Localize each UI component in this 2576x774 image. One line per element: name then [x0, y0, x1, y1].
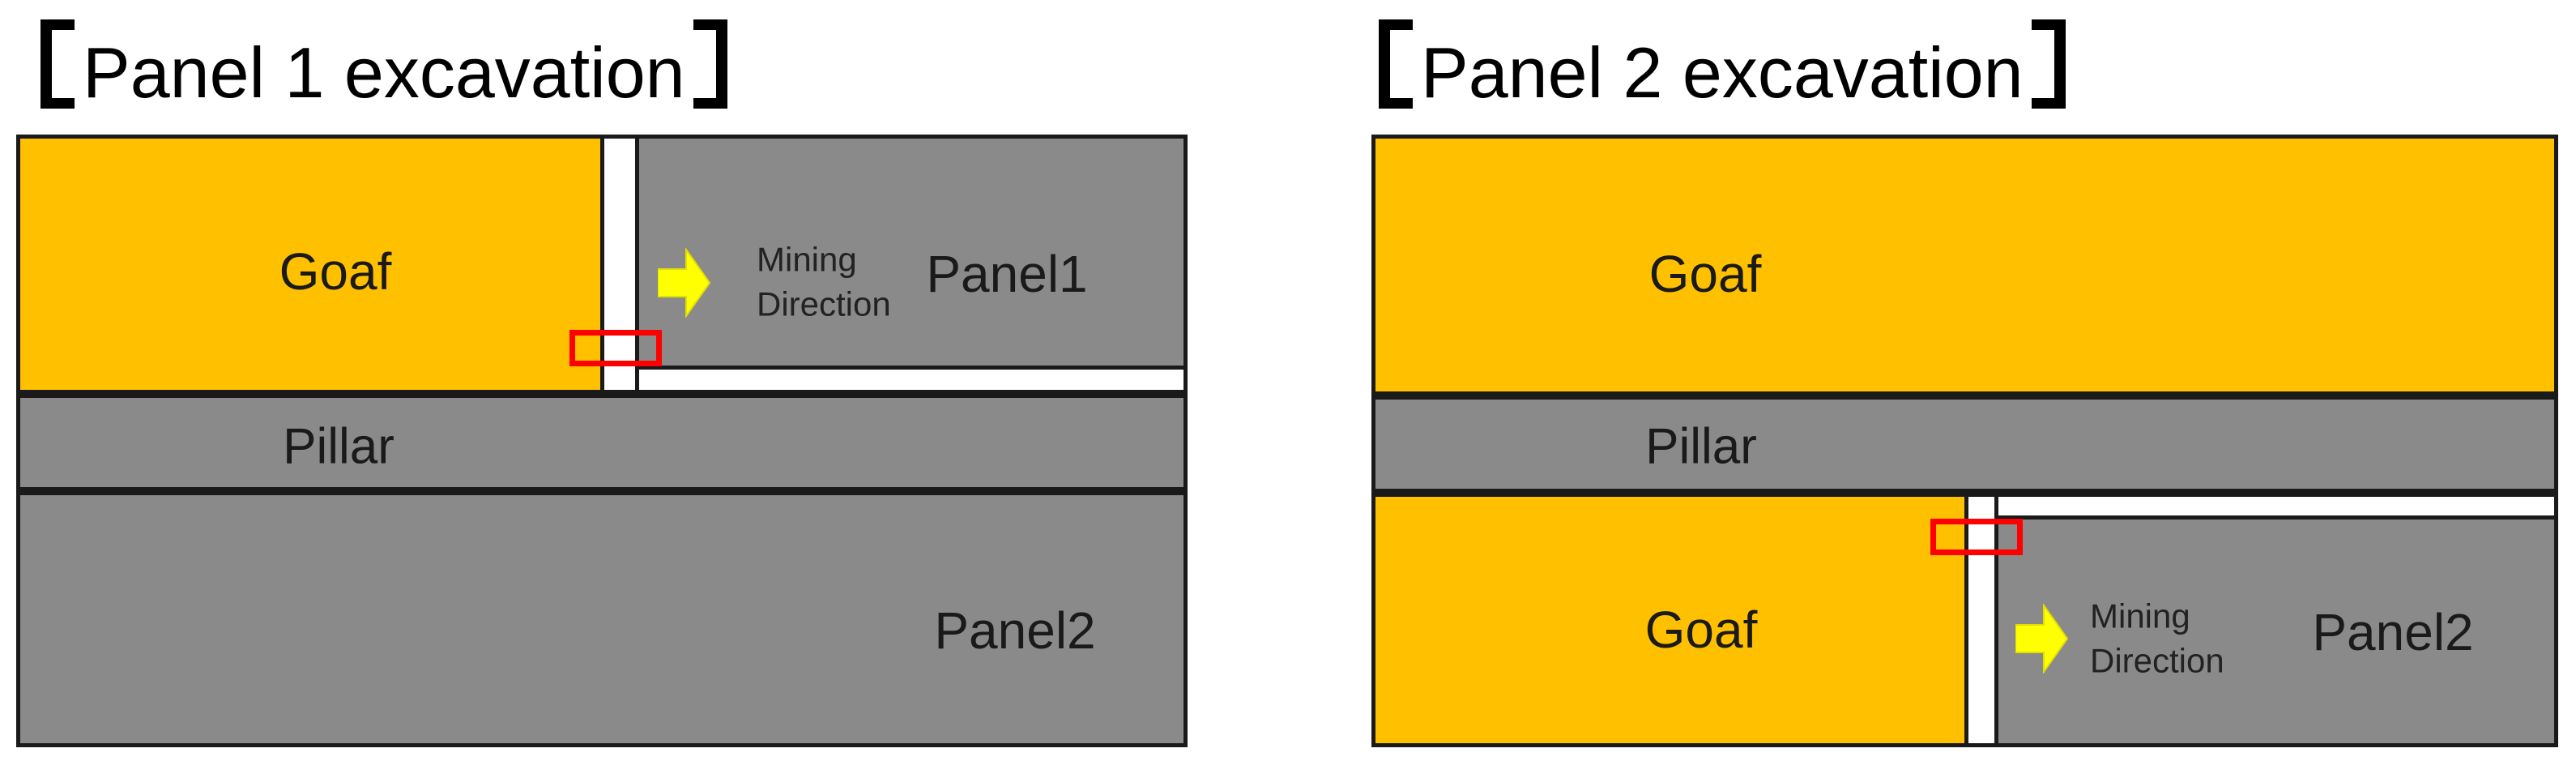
mining-direction-line2: Direction	[757, 284, 891, 323]
mining-direction-arrow-icon	[658, 248, 711, 318]
left-panel2-label: Panel2	[934, 601, 1096, 660]
right-panel2-label: Panel2	[2312, 603, 2474, 661]
left-pillar-label: Pillar	[283, 418, 395, 475]
right-roadway-divider-line	[1994, 493, 1998, 515]
right-lower-goaf-region	[1371, 493, 1968, 747]
junction-highlight-box	[569, 330, 662, 366]
left-goaf-label: Goaf	[279, 242, 392, 301]
right-lower-goaf-label: Goaf	[1644, 601, 1758, 659]
junction-highlight-box	[1930, 519, 2023, 555]
mining-direction-arrow-icon	[2015, 604, 2069, 674]
right-panel2-region	[1994, 515, 2558, 747]
right-diagram-title-text: Panel 2 excavation	[1421, 32, 2024, 113]
right-upper-goaf-label: Goaf	[1648, 245, 1762, 303]
left-goaf-region	[16, 135, 604, 394]
right-upper-goaf-region	[1371, 135, 2558, 396]
left-mining-direction-caption: Mining Direction	[757, 237, 891, 326]
left-panel1-label: Panel1	[926, 245, 1088, 303]
left-pillar-region	[16, 394, 1188, 491]
right-pillar-region	[1371, 396, 2558, 493]
mining-direction-line1: Mining	[2090, 597, 2190, 635]
lenticular-bracket-left-icon	[41, 19, 75, 109]
mining-direction-line2: Direction	[2090, 641, 2224, 679]
left-panel1-region	[635, 135, 1188, 370]
right-pillar-label: Pillar	[1645, 418, 1757, 475]
left-diagram-title-text: Panel 1 excavation	[83, 32, 685, 113]
mining-direction-line1: Mining	[757, 240, 857, 279]
lenticular-bracket-right-icon	[2031, 19, 2066, 109]
right-diagram-title: Panel 2 excavation	[1379, 19, 2066, 113]
left-diagram-title: Panel 1 excavation	[41, 19, 727, 113]
left-panel2-region	[16, 491, 1188, 747]
lenticular-bracket-right-icon	[693, 19, 727, 109]
lenticular-bracket-left-icon	[1379, 19, 1413, 109]
left-roadway-divider-line	[635, 370, 639, 394]
right-mining-direction-caption: Mining Direction	[2090, 594, 2224, 682]
